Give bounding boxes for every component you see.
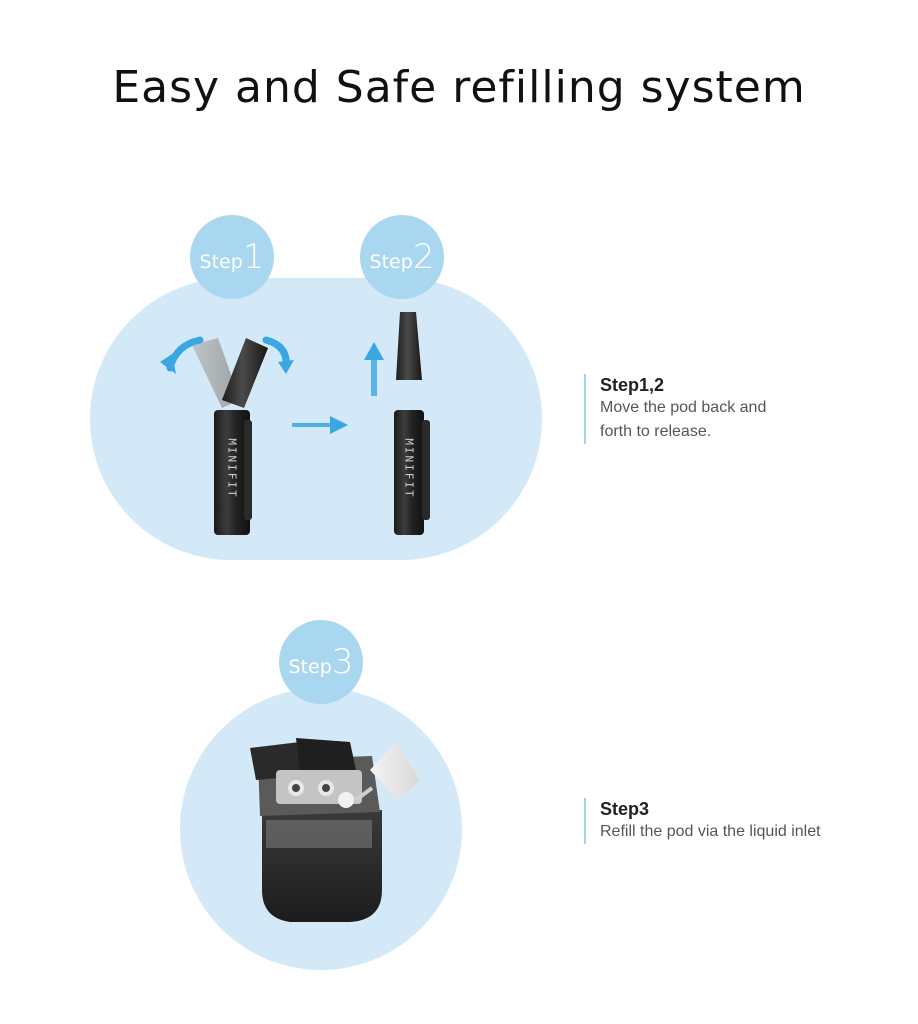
step-badge-number: 3 <box>331 642 354 682</box>
info-title: Step3 <box>600 799 650 819</box>
info-title: Step1,2 <box>600 375 665 395</box>
step-badge-word: Step <box>369 251 413 273</box>
step-badge-word: Step <box>199 251 243 273</box>
steps-1-2-background <box>90 278 542 560</box>
info-block-step1-2: Step1,2 Move the pod back and forth to r… <box>584 374 790 444</box>
step-badge-3: Step3 <box>279 620 363 704</box>
step-badge-number: 1 <box>242 237 265 277</box>
info-description: Refill the pod via the liquid inlet <box>600 823 821 840</box>
step-badge-2: Step2 <box>360 215 444 299</box>
info-block-step3: Step3 Refill the pod via the liquid inle… <box>584 798 840 844</box>
device-label-step1: MINIFIT <box>225 438 239 499</box>
step-badge-1: Step1 <box>190 215 274 299</box>
step-badge-number: 2 <box>412 237 435 277</box>
step-badge-word: Step <box>288 656 332 678</box>
device-label-step2: MINIFIT <box>402 438 416 499</box>
step-3-background <box>180 688 462 970</box>
page-title: Easy and Safe refilling system <box>112 62 806 113</box>
info-description: Move the pod back and forth to release. <box>600 399 767 440</box>
